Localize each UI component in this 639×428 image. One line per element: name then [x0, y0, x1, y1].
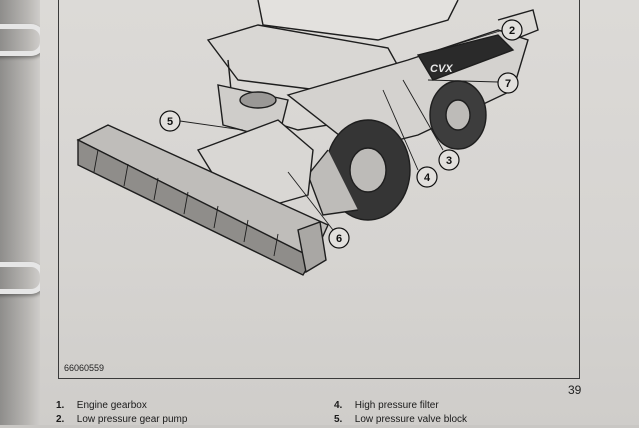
legend-item-number: 2. [56, 414, 65, 425]
leader-line-5 [179, 120, 244, 131]
callout-7: 7 [497, 72, 519, 94]
legend-column-right: 4. High pressure filter 5. Low pressure … [334, 400, 467, 428]
figure-number: 66060559 [64, 363, 105, 373]
cab-roof [257, 0, 459, 41]
legend-item-label: Engine gearbox [76, 400, 147, 411]
leader-line-4 [382, 89, 419, 171]
svg-text:7: 7 [505, 78, 511, 90]
svg-text:5: 5 [167, 116, 173, 128]
leader-line-2 [437, 29, 504, 51]
callout-group: 2 7 5 4 3 6 [159, 19, 523, 249]
legend-item: 2. Low pressure gear pump [56, 414, 187, 428]
legend-item-number: 1. [56, 400, 65, 411]
svg-text:6: 6 [336, 233, 342, 245]
legend-item-label: Low pressure gear pump [76, 414, 188, 425]
callout-3: 3 [438, 149, 460, 171]
legend-item-number: 4. [334, 400, 343, 411]
binder-ring-top [0, 24, 45, 56]
legend-item: 4. High pressure filter [334, 400, 467, 414]
callout-4: 4 [416, 166, 438, 188]
gearbox-pump [239, 91, 277, 109]
legend-item-label: High pressure filter [354, 400, 439, 411]
leader-line-7 [427, 79, 499, 83]
callout-5: 5 [159, 110, 181, 132]
legend-item: 5. Low pressure valve block [334, 414, 467, 428]
combine-harvester-illustration: CVX [76, 0, 539, 276]
front-axle-housing [307, 149, 359, 216]
callout-2: 2 [501, 19, 523, 41]
brand-logo-mark: CVX [430, 63, 453, 75]
legend-item-label: Low pressure valve block [354, 414, 468, 425]
callout-6: 6 [328, 227, 350, 249]
binder-edge [0, 0, 40, 425]
leader-line-6 [287, 171, 334, 231]
side-panel-dark [416, 34, 515, 81]
figure-frame [58, 0, 580, 379]
page-number: 39 [568, 383, 582, 397]
legend-item: 1. Engine gearbox [56, 400, 187, 414]
unload-tube [497, 9, 539, 41]
svg-text:3: 3 [446, 155, 452, 167]
binder-ring-bottom [0, 262, 45, 294]
leader-line-3 [402, 79, 444, 151]
header-reel [77, 138, 314, 276]
svg-text:4: 4 [424, 172, 431, 184]
legend-item-number: 5. [334, 414, 343, 425]
legend-column-left: 1. Engine gearbox 2. Low pressure gear p… [56, 400, 187, 428]
svg-text:2: 2 [509, 25, 515, 37]
header-end-shield [297, 221, 327, 274]
